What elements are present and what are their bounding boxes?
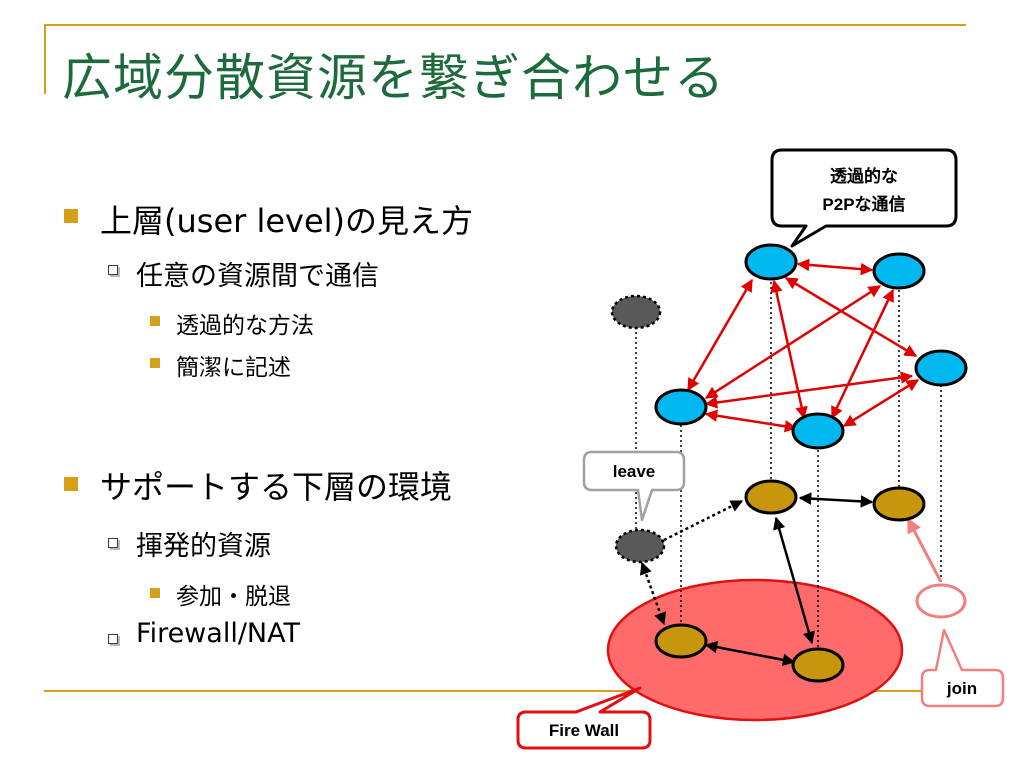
bullet-square-icon: [150, 358, 160, 368]
firewall-label: Fire Wall: [549, 721, 619, 740]
bullet-join-leave: 参加・脱退: [176, 584, 291, 610]
footer-rule: [44, 690, 966, 692]
bullet-hollow-square-icon: [108, 265, 118, 275]
firewall-callout: Fire Wall: [516, 686, 652, 750]
physical-connections: [704, 492, 874, 667]
bullet-square-icon: [64, 209, 78, 223]
p2p-connections: [686, 258, 920, 433]
bullet-upper-layer: 上層(user level)の見え方: [100, 202, 474, 240]
title-top-rule: [44, 24, 966, 26]
overlay-node: [744, 243, 798, 281]
p2p-callout-line1: 透過的な: [830, 166, 898, 186]
bullet-square-icon: [64, 477, 78, 491]
leaving-physical-node: [614, 528, 666, 564]
bullet-firewall-nat: Firewall/NAT: [136, 618, 300, 649]
overlay-node: [791, 412, 845, 450]
p2p-callout: 透過的な P2Pな通信: [770, 148, 958, 248]
join-connection: [906, 517, 943, 583]
leaving-overlay-node: [610, 294, 662, 330]
bullet-concise-description: 簡潔に記述: [176, 355, 291, 381]
bullet-square-icon: [150, 588, 160, 598]
join-callout: join: [920, 628, 1005, 708]
physical-node: [872, 486, 926, 522]
firewall-region: [606, 578, 904, 722]
title-left-rule: [44, 24, 46, 94]
bullet-hollow-square-icon: [108, 538, 118, 548]
physical-node: [791, 647, 845, 683]
slide-title: 広域分散資源を繋ぎ合わせる: [62, 49, 725, 107]
bullet-square-icon: [150, 316, 160, 326]
bullet-any-resource-comm: 任意の資源間で通信: [136, 261, 379, 292]
bullet-lower-environment: サポートする下層の環境: [100, 468, 453, 506]
leaving-connections: [639, 499, 744, 626]
join-label: join: [946, 679, 977, 698]
bullet-volatile-resources: 揮発的資源: [136, 531, 271, 562]
overlay-node: [654, 388, 708, 426]
physical-node: [744, 479, 798, 515]
leave-callout: leave: [582, 450, 686, 522]
bullet-hollow-square-icon: [108, 634, 118, 644]
overlay-node: [914, 349, 968, 387]
p2p-callout-line2: P2Pな通信: [822, 194, 905, 214]
overlay-node: [872, 252, 926, 290]
joining-node: [915, 583, 967, 619]
physical-node: [654, 623, 708, 659]
leave-label: leave: [613, 462, 656, 481]
bullet-transparent-method: 透過的な方法: [176, 313, 314, 339]
